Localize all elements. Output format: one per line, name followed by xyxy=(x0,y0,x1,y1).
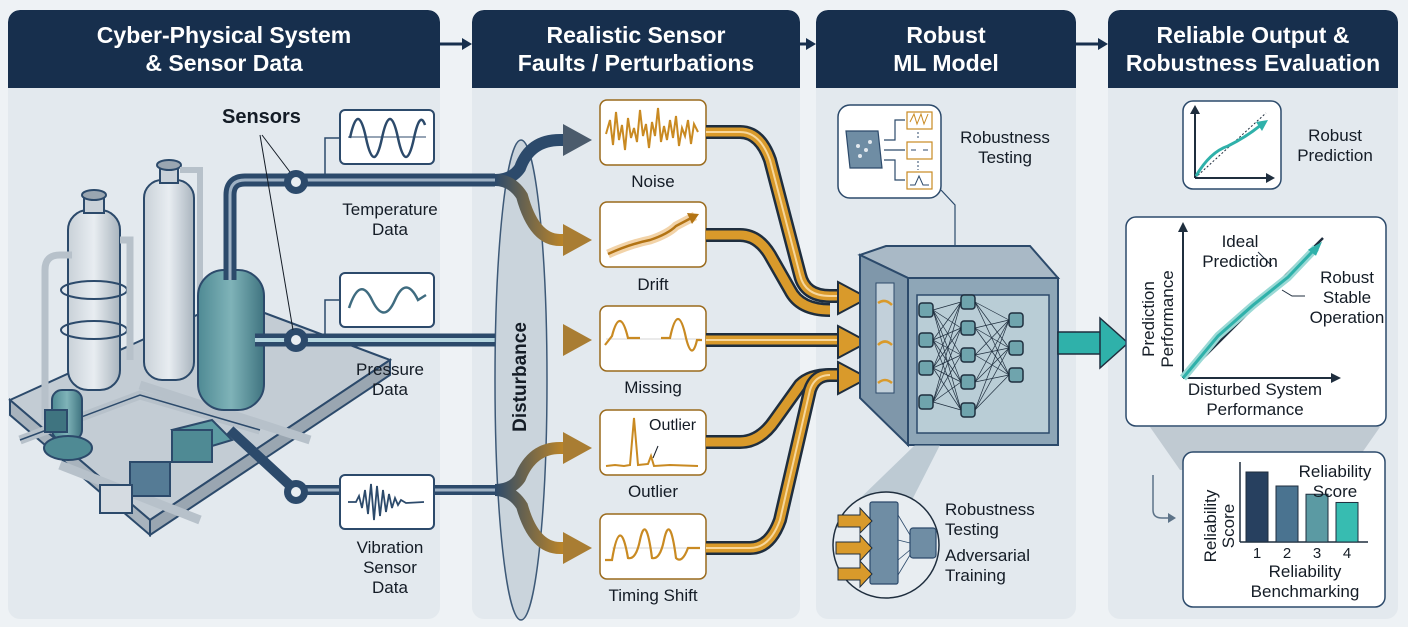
nn-node xyxy=(960,294,976,310)
outlier-annotation: Outlier xyxy=(649,417,697,434)
nn-node xyxy=(960,374,976,390)
neural-network-icon xyxy=(932,301,1010,411)
robust-prediction-thumbnail xyxy=(1130,100,1330,235)
flow-arrow-icon xyxy=(440,38,472,50)
nn-node xyxy=(1008,312,1024,328)
outlier-icon xyxy=(605,417,699,468)
reliability-bar-chart: 1 2 3 4 xyxy=(1150,427,1386,608)
bar-3 xyxy=(1305,493,1329,543)
fault-label-missing: Missing xyxy=(624,378,682,397)
nn-node xyxy=(1008,367,1024,383)
neural-network-nodes xyxy=(918,294,1024,418)
fault-label-noise: Noise xyxy=(631,172,675,191)
fault-label-drift: Drift xyxy=(637,275,669,294)
robustness-testing-callout xyxy=(837,104,956,245)
fault-to-model-pipes xyxy=(706,125,871,555)
nn-node xyxy=(1008,340,1024,356)
fault-label-outlier: Outlier xyxy=(627,482,679,501)
nn-node xyxy=(918,394,934,410)
model-output-arrow xyxy=(1057,316,1130,370)
nn-node xyxy=(918,332,934,348)
bar-tick-label: 2 xyxy=(1283,545,1291,562)
wave-icon xyxy=(347,286,427,314)
timing-shift-icon xyxy=(605,528,700,562)
arrow-head-icon xyxy=(563,224,592,256)
bar-chart-ylabel: Reliability Score xyxy=(1201,489,1238,563)
perf-ylabel: Prediction Performance xyxy=(1139,270,1177,368)
stage-title-model: Robust ML Model xyxy=(816,10,1076,88)
ml-model-block xyxy=(857,245,1061,448)
bar-1 xyxy=(1245,471,1269,543)
stage-title-cps: Cyber-Physical System & Sensor Data xyxy=(8,10,440,88)
temperature-waveform-box xyxy=(339,109,435,165)
drift-icon xyxy=(607,214,696,256)
bar-4 xyxy=(1335,501,1359,543)
sensors-label: Sensors xyxy=(222,106,301,128)
arrow-head-icon xyxy=(837,324,871,360)
disturbance-lens xyxy=(494,139,548,621)
nn-node xyxy=(960,402,976,418)
arrow-head-icon xyxy=(563,124,592,156)
nn-node xyxy=(918,302,934,318)
vibration-data-label: Vibration Sensor Data xyxy=(356,538,424,597)
x-axis-arrow xyxy=(1331,373,1341,383)
y-axis-arrow xyxy=(1178,222,1188,232)
nn-node xyxy=(960,320,976,336)
bar-2 xyxy=(1275,485,1299,543)
industrial-plant-illustration xyxy=(8,159,393,538)
bar-chart-title: Reliability Score xyxy=(1298,462,1372,501)
fault-box-missing xyxy=(599,305,707,372)
perf-xlabel: Disturbed System Performance xyxy=(1187,380,1323,419)
temperature-data-label: Temperature Data xyxy=(342,200,438,239)
vibration-icon xyxy=(348,483,425,521)
fault-box-timing-shift xyxy=(599,513,707,580)
fault-box-drift xyxy=(599,201,707,268)
fault-routing-arrows xyxy=(494,124,592,564)
bar-tick-label: 3 xyxy=(1313,545,1321,562)
flow-arrow-icon xyxy=(800,38,816,50)
sine-wave-icon xyxy=(348,117,427,159)
robust-operation-line xyxy=(1181,246,1318,379)
arrow-head-icon xyxy=(563,532,592,564)
robust-stable-label: Robust Stable Operation xyxy=(1309,268,1385,327)
nn-node xyxy=(960,347,976,363)
fault-box-noise xyxy=(599,99,707,166)
performance-chart xyxy=(1125,216,1387,427)
pressure-waveform-box xyxy=(339,272,435,328)
disturbance-label: Disturbance xyxy=(510,322,531,432)
adversarial-training-label: Adversarial Training xyxy=(945,546,1031,585)
arrow-head-icon xyxy=(563,324,592,356)
pressure-data-label: Pressure Data xyxy=(355,360,425,399)
arrow-head-icon xyxy=(837,360,871,396)
nn-node xyxy=(918,360,934,376)
robust-prediction-label: Robust Prediction xyxy=(1297,126,1373,165)
vibration-waveform-box xyxy=(339,474,435,530)
adversarial-training-callout xyxy=(832,445,940,599)
fault-label-timing-shift: Timing Shift xyxy=(608,586,698,605)
robustness-testing-label: Robustness Testing xyxy=(960,128,1050,167)
bar-tick-label: 4 xyxy=(1343,545,1351,562)
robustness-testing-label-2: Robustness Testing xyxy=(945,500,1035,539)
bar-chart-xlabel: Reliability Benchmarking xyxy=(1250,562,1360,601)
flow-arrow-icon xyxy=(1076,38,1108,50)
robust-leader xyxy=(1281,289,1305,297)
neural-net-icon xyxy=(845,130,883,169)
robust-arrow-head xyxy=(1308,241,1322,256)
stage-title-faults: Realistic Sensor Faults / Perturbations xyxy=(472,10,800,88)
stage-title-output: Reliable Output & Robustness Evaluation xyxy=(1108,10,1398,88)
ideal-leader xyxy=(1257,251,1273,267)
arrow-head-icon xyxy=(837,280,871,316)
bar-tick-label: 1 xyxy=(1253,545,1261,562)
noise-icon xyxy=(605,107,699,151)
arrow-head-icon xyxy=(563,432,592,464)
ideal-prediction-label: Ideal Prediction xyxy=(1202,232,1278,271)
missing-data-icon xyxy=(604,319,640,346)
